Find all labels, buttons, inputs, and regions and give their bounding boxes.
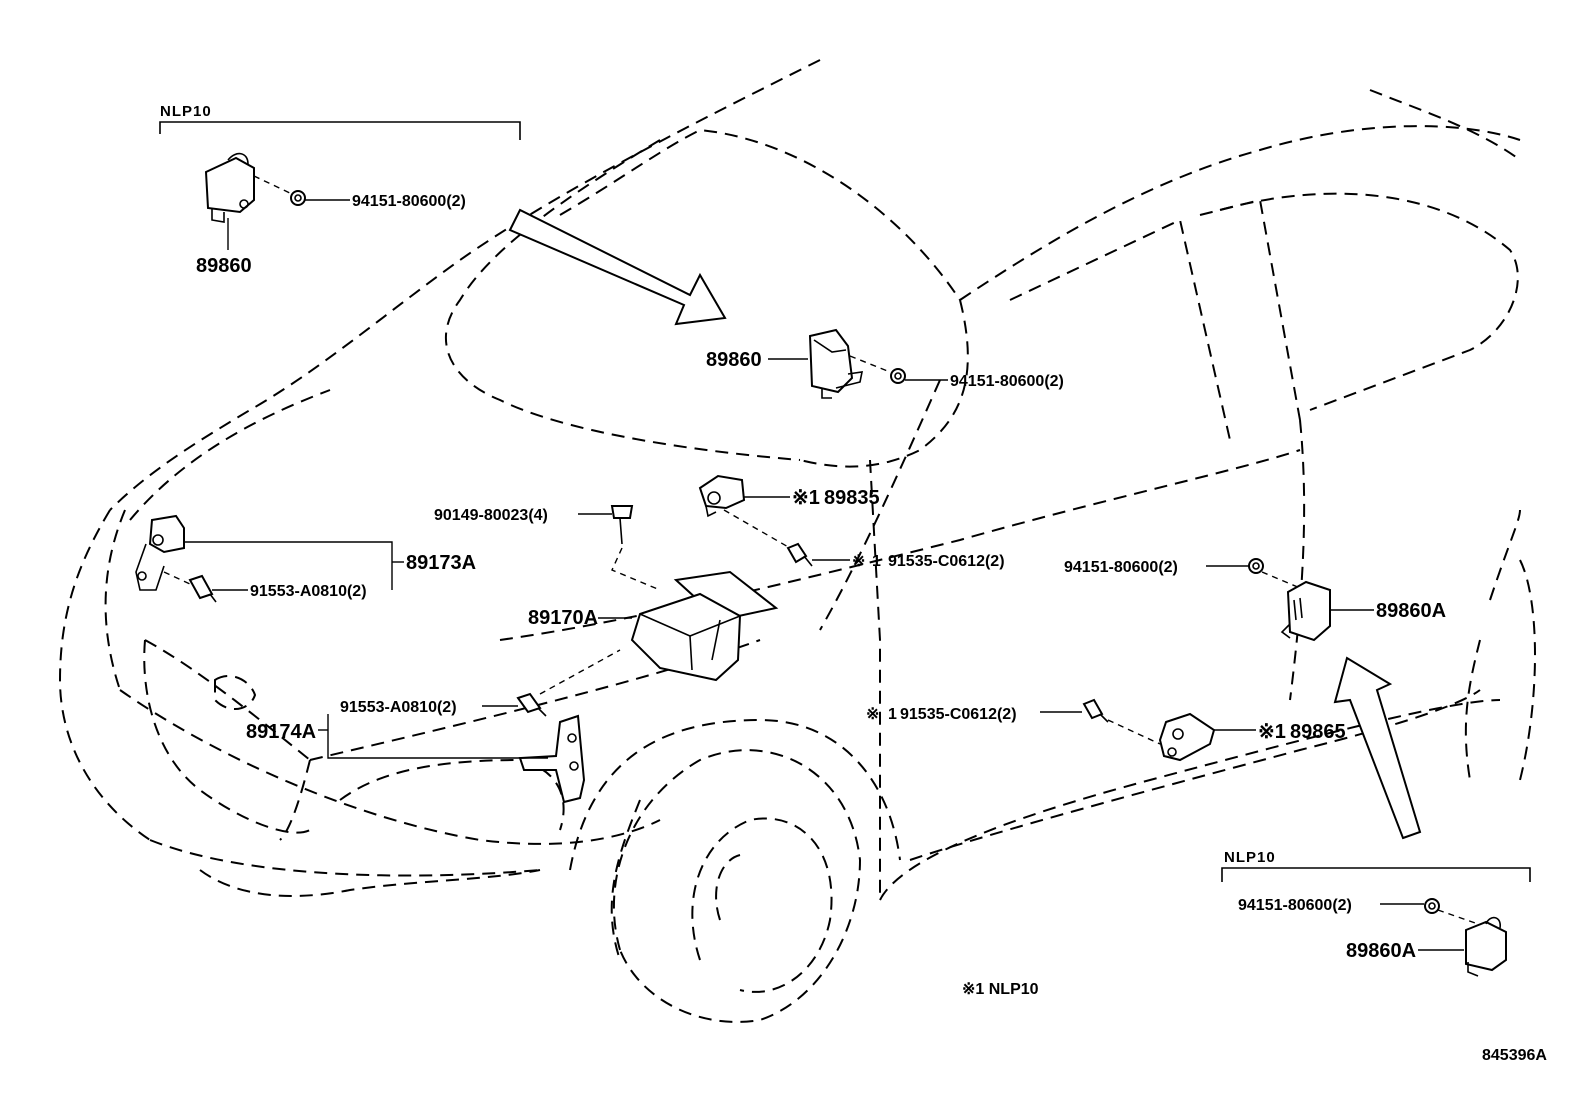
part-number-89865: 89865 xyxy=(1290,721,1346,743)
bracket-89174a xyxy=(518,714,586,804)
part-number-89860-center: 89860 xyxy=(706,349,762,371)
bolt-91553-lower xyxy=(516,692,547,717)
part-number-89835: 89835 xyxy=(824,487,880,509)
mark-small-91535-lower: ※ xyxy=(866,706,879,723)
nut-94151-bottom-right xyxy=(1424,898,1440,914)
part-number-89170a: 89170A xyxy=(528,607,598,629)
fastener-91553-lower: 91553-A0810(2) xyxy=(340,699,457,716)
nlp10-bracket-top: NLP10 xyxy=(159,103,521,140)
bolt-91535-upper xyxy=(786,542,813,567)
sensor-89860a-right xyxy=(1280,580,1331,642)
sensor-89173a xyxy=(135,514,185,591)
mark-one-91535-lower: 1 xyxy=(888,706,897,723)
nut-94151-top-left xyxy=(290,190,306,206)
fastener-94151-top-left: 94151-80600(2) xyxy=(352,193,466,210)
fastener-90149: 90149-80023(4) xyxy=(434,507,548,524)
fastener-94151-right: 94151-80600(2) xyxy=(1064,559,1178,576)
sensor-89860a-bottom-right xyxy=(1465,916,1507,977)
nut-94151-right xyxy=(1248,558,1264,574)
sensor-89860-center xyxy=(808,328,864,399)
fastener-94151-bottom-right: 94151-80600(2) xyxy=(1238,897,1352,914)
mark-89865: ※1 xyxy=(1258,721,1286,743)
legend-note: ※1 NLP10 xyxy=(962,981,1039,998)
sensor-89860-top-left xyxy=(204,152,255,223)
part-number-89173a: 89173A xyxy=(406,552,476,574)
part-number-89860-top-left: 89860 xyxy=(196,255,252,277)
fastener-91535-upper: 91535-C0612(2) xyxy=(888,553,1005,570)
nut-94151-center xyxy=(890,368,906,384)
direction-arrow-top xyxy=(508,208,727,326)
airbag-ecu-89170a xyxy=(630,570,779,682)
fastener-94151-center: 94151-80600(2) xyxy=(950,373,1064,390)
sensor-89835 xyxy=(698,474,746,518)
part-number-89174a: 89174A xyxy=(246,721,316,743)
part-number-89860a-bottom-right: 89860A xyxy=(1346,940,1416,962)
nlp10-bracket-bottom: NLP10 xyxy=(1221,849,1531,882)
illustration-number: 845396A xyxy=(1482,1047,1547,1064)
nlp10-label-top: NLP10 xyxy=(160,103,212,120)
fastener-91553-left: 91553-A0810(2) xyxy=(250,583,367,600)
fastener-91535-lower: 91535-C0612(2) xyxy=(900,706,1017,723)
direction-arrow-bottom xyxy=(1333,656,1422,840)
bolt-91553-left xyxy=(188,574,217,603)
nlp10-label-bottom: NLP10 xyxy=(1224,849,1276,866)
vehicle-outline xyxy=(58,59,1536,1023)
mark-89835: ※1 xyxy=(792,487,820,509)
part-number-89860a-right: 89860A xyxy=(1376,600,1446,622)
mark-one-91535-upper: 1 xyxy=(872,553,881,570)
screw-90149 xyxy=(610,505,634,545)
bolt-91535-lower xyxy=(1082,698,1109,723)
sensor-89865 xyxy=(1158,712,1216,762)
mark-small-91535-upper: ※ xyxy=(852,553,865,570)
